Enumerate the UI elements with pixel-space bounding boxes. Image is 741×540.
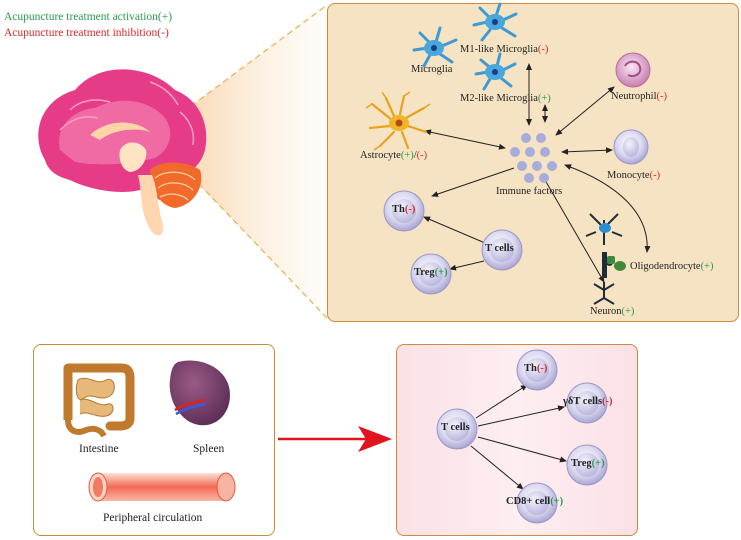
th-periphery-sign: (-): [536, 363, 548, 374]
m2-name: M2-like Microglia: [460, 93, 538, 104]
neutrophil-sign: (-): [656, 91, 668, 102]
treg-cell-periphery: [566, 444, 608, 486]
spleen-label: Spleen: [193, 443, 225, 455]
projection-line-top: [174, 4, 328, 119]
brain-immune-panel: [327, 3, 739, 322]
neutrophil-cell: [615, 52, 651, 88]
cd8-cell-periphery: [516, 482, 558, 524]
cd8-periphery-sign: (+): [550, 496, 564, 507]
arrow-neutrophil: [555, 86, 615, 136]
tcell-brain-label: T cells: [485, 243, 514, 254]
th-brain-name: Th: [392, 204, 405, 215]
astrocyte-sign1: (+): [400, 150, 414, 161]
oligodendrocyte-cell: [602, 252, 626, 278]
neuron-sign: (+): [621, 306, 635, 317]
oligodendrocyte-name: Oligodendrocyte: [630, 261, 701, 272]
astrocyte-label: Astrocyte(+)/(-): [360, 150, 427, 161]
m2-microglia-cell: [474, 52, 517, 91]
intestine-label: Intestine: [79, 443, 119, 455]
astrocyte-sign2: (-): [416, 150, 428, 161]
neutrophil-name: Neutrophil: [611, 91, 657, 102]
m1-name: M1-like Microglia: [460, 44, 538, 55]
immune-factors-cluster: [510, 133, 557, 183]
tcell-periphery-label: T cells: [441, 422, 470, 433]
brain-illustration: [38, 69, 207, 236]
peripheral-organs-panel: [33, 344, 275, 536]
tcell-brain: [481, 229, 523, 271]
treg-cell-brain: [410, 253, 452, 295]
arrow-factors-th: [431, 167, 515, 197]
oligodendrocyte-label: Oligodendrocyte(+): [630, 261, 713, 272]
projection-glow: [175, 5, 327, 318]
m1-microglia-cell: [472, 2, 518, 42]
monocyte-sign: (-): [649, 170, 661, 181]
gdt-periphery-name: γδT cells: [563, 396, 603, 407]
m1-sign: (-): [537, 44, 549, 55]
intestine-illustration: [63, 363, 135, 438]
gdt-periphery-label: γδT cells(-): [563, 396, 613, 407]
arrow-tcell-treg: [449, 260, 485, 271]
monocyte-label: Monocyte(-): [607, 170, 660, 181]
neuron-cell-top: [585, 213, 623, 245]
cd8-periphery-name: CD8+ cell: [506, 496, 551, 507]
th-periphery-name: Th: [524, 363, 537, 374]
treg-brain-name: Treg: [414, 267, 435, 278]
astrocyte-sep: /: [413, 150, 417, 161]
monocyte-name: Monocyte: [607, 170, 650, 181]
astrocyte-cell: [365, 91, 431, 151]
legend-activation: Acupuncture treatment activation(+): [4, 11, 173, 23]
arrow-monocyte: [561, 147, 613, 155]
treg-periphery-name: Treg: [571, 458, 592, 469]
th-cell-periphery: [516, 349, 558, 391]
neuron-label: Neuron(+): [590, 306, 634, 317]
m2-microglia-label: M2-like Microglia(+): [460, 93, 551, 104]
immune-factors-label: Immune factors: [496, 186, 563, 197]
treg-brain-sign: (+): [434, 267, 448, 278]
tcell-periphery: [436, 408, 478, 450]
gdt-periphery-sign: (-): [602, 396, 613, 407]
monocyte-cell: [613, 129, 649, 165]
spleen-illustration: [169, 360, 230, 426]
th-brain-sign: (-): [404, 204, 416, 215]
th-cell-brain: [383, 190, 425, 232]
cd8-periphery-label: CD8+ cell(+): [506, 496, 563, 507]
m1-microglia-label: M1-like Microglia(-): [460, 44, 548, 55]
treg-brain-label: Treg(+): [414, 267, 448, 278]
neutrophil-label: Neutrophil(-): [611, 91, 667, 102]
projection-line-bottom: [177, 161, 328, 319]
legend-inhibition: Acupuncture treatment inhibition(-): [4, 27, 169, 39]
circulation-tube: [88, 472, 236, 502]
arrow-astrocyte: [424, 129, 506, 150]
m2-sign: (+): [537, 93, 551, 104]
treg-periphery-sign: (+): [591, 458, 605, 469]
neuron-name: Neuron: [590, 306, 622, 317]
circulation-label: Peripheral circulation: [103, 512, 203, 524]
neuron-cell-bottom: [593, 282, 615, 305]
treg-periphery-label: Treg(+): [571, 458, 605, 469]
microglia-label: Microglia: [411, 64, 453, 75]
th-periphery-label: Th(-): [524, 363, 547, 374]
oligodendrocyte-sign: (+): [700, 261, 714, 272]
gdt-cell-periphery: [566, 382, 608, 424]
th-brain-label: Th(-): [392, 204, 415, 215]
microglia-cell: [412, 26, 458, 68]
arrow-tcell-th: [423, 216, 486, 244]
astrocyte-name: Astrocyte: [360, 150, 401, 161]
arrow-oligodendrocyte: [564, 164, 651, 253]
